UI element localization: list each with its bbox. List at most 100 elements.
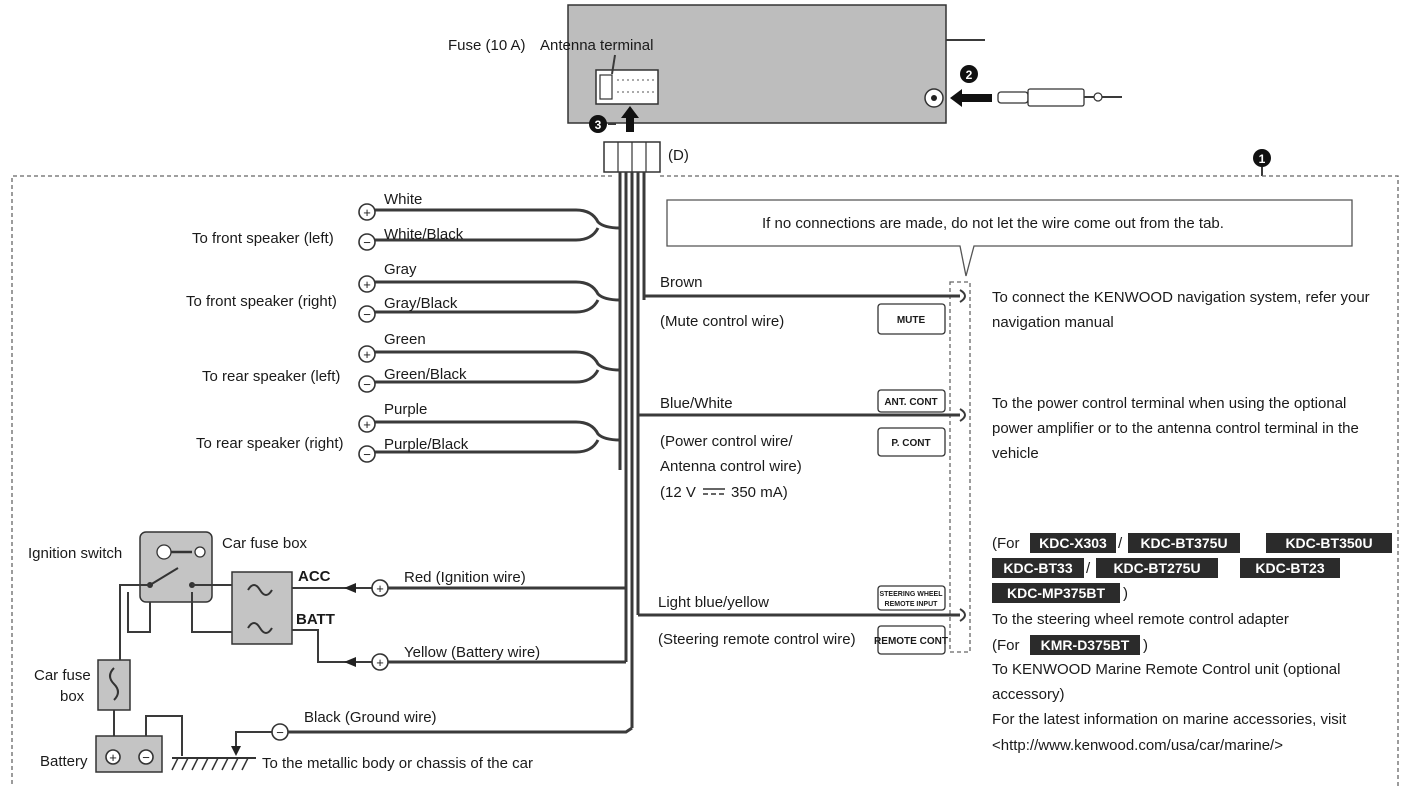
svg-text:KDC-BT275U: KDC-BT275U xyxy=(1113,560,1200,576)
arrow-icon xyxy=(344,657,356,667)
power-section: Ignition switch Car fuse box ACC BATT + … xyxy=(28,531,633,773)
connector-d-label: (D) xyxy=(668,147,689,164)
svg-text:/: / xyxy=(1118,535,1123,552)
marine-info-4: <http://www.kenwood.com/usa/car/marine/> xyxy=(992,737,1283,754)
car-fuse-box2-line1: Car fuse xyxy=(34,667,91,684)
power-wire-desc-2: Antenna control wire) xyxy=(660,458,802,475)
svg-text:+: + xyxy=(363,347,371,362)
svg-text:REMOTE CONT: REMOTE CONT xyxy=(874,636,948,647)
fuse-icon xyxy=(247,584,273,596)
for-open: (For xyxy=(992,535,1020,552)
for-open: (For xyxy=(992,637,1020,654)
fuse-leader xyxy=(611,54,616,75)
connector-d: (D) xyxy=(603,141,689,173)
red-wire-label: Red (Ignition wire) xyxy=(404,569,526,586)
harness-frame-right xyxy=(660,175,1399,786)
svg-text:KDC-X303: KDC-X303 xyxy=(1039,535,1107,551)
step-2-marker: 2 xyxy=(960,65,978,83)
antenna-plug-body xyxy=(1027,88,1085,107)
control-wires: Brown (Mute control wire) MUTE Blue/Whit… xyxy=(638,274,966,655)
mute-wire-desc: (Mute control wire) xyxy=(660,313,784,330)
model-badge xyxy=(992,583,1120,603)
p-cont-tag xyxy=(877,427,946,457)
plus-wire-color: Purple xyxy=(384,401,427,418)
svg-text:): ) xyxy=(1143,637,1148,654)
yellow-wire-label: Yellow (Battery wire) xyxy=(404,644,540,661)
minus-wire-color: White/Black xyxy=(384,226,464,243)
svg-text:KDC-BT33: KDC-BT33 xyxy=(1003,560,1072,576)
svg-text:−: − xyxy=(363,447,371,462)
model-badge xyxy=(1030,533,1116,553)
arrow-icon xyxy=(344,583,356,593)
svg-text:+: + xyxy=(109,750,117,765)
minus-wire-color: Gray/Black xyxy=(384,295,458,312)
speaker-name: To rear speaker (right) xyxy=(196,435,344,452)
speaker-name: To rear speaker (left) xyxy=(202,368,340,385)
fuse-label: Fuse (10 A) xyxy=(448,37,526,54)
model-badge xyxy=(992,558,1084,578)
svg-text:+: + xyxy=(363,417,371,432)
svg-text:3: 3 xyxy=(595,118,602,132)
model-badge xyxy=(1266,533,1392,553)
svg-text:KDC-BT23: KDC-BT23 xyxy=(1255,560,1324,576)
svg-text:2: 2 xyxy=(966,68,973,82)
wire-trunk xyxy=(618,172,646,728)
svg-text:REMOTE INPUT: REMOTE INPUT xyxy=(885,601,939,608)
svg-text:−: − xyxy=(363,307,371,322)
plus-icon xyxy=(358,275,376,293)
head-unit: Fuse (10 A) Antenna terminal 2 3 1 xyxy=(448,4,1271,176)
info-text: To connect the KENWOOD navigation system… xyxy=(992,289,1392,754)
minus-wire-color: Green/Black xyxy=(384,366,467,383)
model-badge xyxy=(1128,533,1240,553)
svg-text:P. CONT: P. CONT xyxy=(891,438,930,449)
model-badge xyxy=(1096,558,1218,578)
steer-info-1: To the steering wheel remote control ada… xyxy=(992,611,1289,628)
plus-icon xyxy=(358,203,376,221)
model-badge xyxy=(1030,635,1140,655)
svg-text:+: + xyxy=(363,205,371,220)
svg-text:+: + xyxy=(363,277,371,292)
plus-wire-color: Green xyxy=(384,331,426,348)
mute-tag xyxy=(877,303,946,335)
tab-dashed-area xyxy=(949,281,971,653)
minus-icon xyxy=(358,233,376,251)
svg-text:STEERING WHEEL: STEERING WHEEL xyxy=(879,591,943,598)
svg-text:−: − xyxy=(363,235,371,250)
speaker-front-left: To front speaker (left) + − White White/… xyxy=(192,191,464,251)
power-info-2: power amplifier or to the antenna contro… xyxy=(992,420,1359,437)
marine-info-3: For the latest information on marine acc… xyxy=(992,711,1347,728)
power-info-1: To the power control terminal when using… xyxy=(992,395,1346,412)
steer-wire-desc: (Steering remote control wire) xyxy=(658,631,856,648)
head-unit-body xyxy=(567,4,947,124)
mute-info-1: To connect the KENWOOD navigation system… xyxy=(992,289,1370,306)
power-wire-desc-3a: (12 V xyxy=(660,484,696,501)
speaker-wires xyxy=(367,208,621,454)
antenna-terminal-label: Antenna terminal xyxy=(540,37,653,54)
svg-text:/: / xyxy=(1086,560,1091,577)
power-info-3: vehicle xyxy=(992,445,1039,462)
plus-wire-color: Gray xyxy=(384,261,417,278)
speaker-rear-right: To rear speaker (right) + − Purple Purpl… xyxy=(196,401,469,463)
svg-text:KDC-MP375BT: KDC-MP375BT xyxy=(1007,585,1105,601)
acc-label: ACC xyxy=(298,568,331,585)
callout-box: If no connections are made, do not let t… xyxy=(666,199,1353,277)
plus-icon xyxy=(358,345,376,363)
antenna-arrow-icon xyxy=(950,89,992,107)
model-badge xyxy=(1240,558,1340,578)
svg-text:−: − xyxy=(142,750,150,765)
ignition-switch-label: Ignition switch xyxy=(28,545,122,562)
step-1-marker: 1 xyxy=(1253,149,1271,167)
minus-icon xyxy=(358,445,376,463)
connector-pins xyxy=(617,79,655,93)
minus-icon xyxy=(358,305,376,323)
svg-text:ANT. CONT: ANT. CONT xyxy=(884,397,937,408)
remote-cont-tag xyxy=(877,625,946,655)
power-wire-desc-1: (Power control wire/ xyxy=(660,433,793,450)
car-fuse-box2-line2: box xyxy=(60,688,85,705)
car-fuse-box-label: Car fuse box xyxy=(222,535,308,552)
svg-text:MUTE: MUTE xyxy=(897,315,926,326)
svg-text:−: − xyxy=(276,725,284,740)
steering-input-tag xyxy=(877,585,946,611)
battery-label: Battery xyxy=(40,753,88,770)
